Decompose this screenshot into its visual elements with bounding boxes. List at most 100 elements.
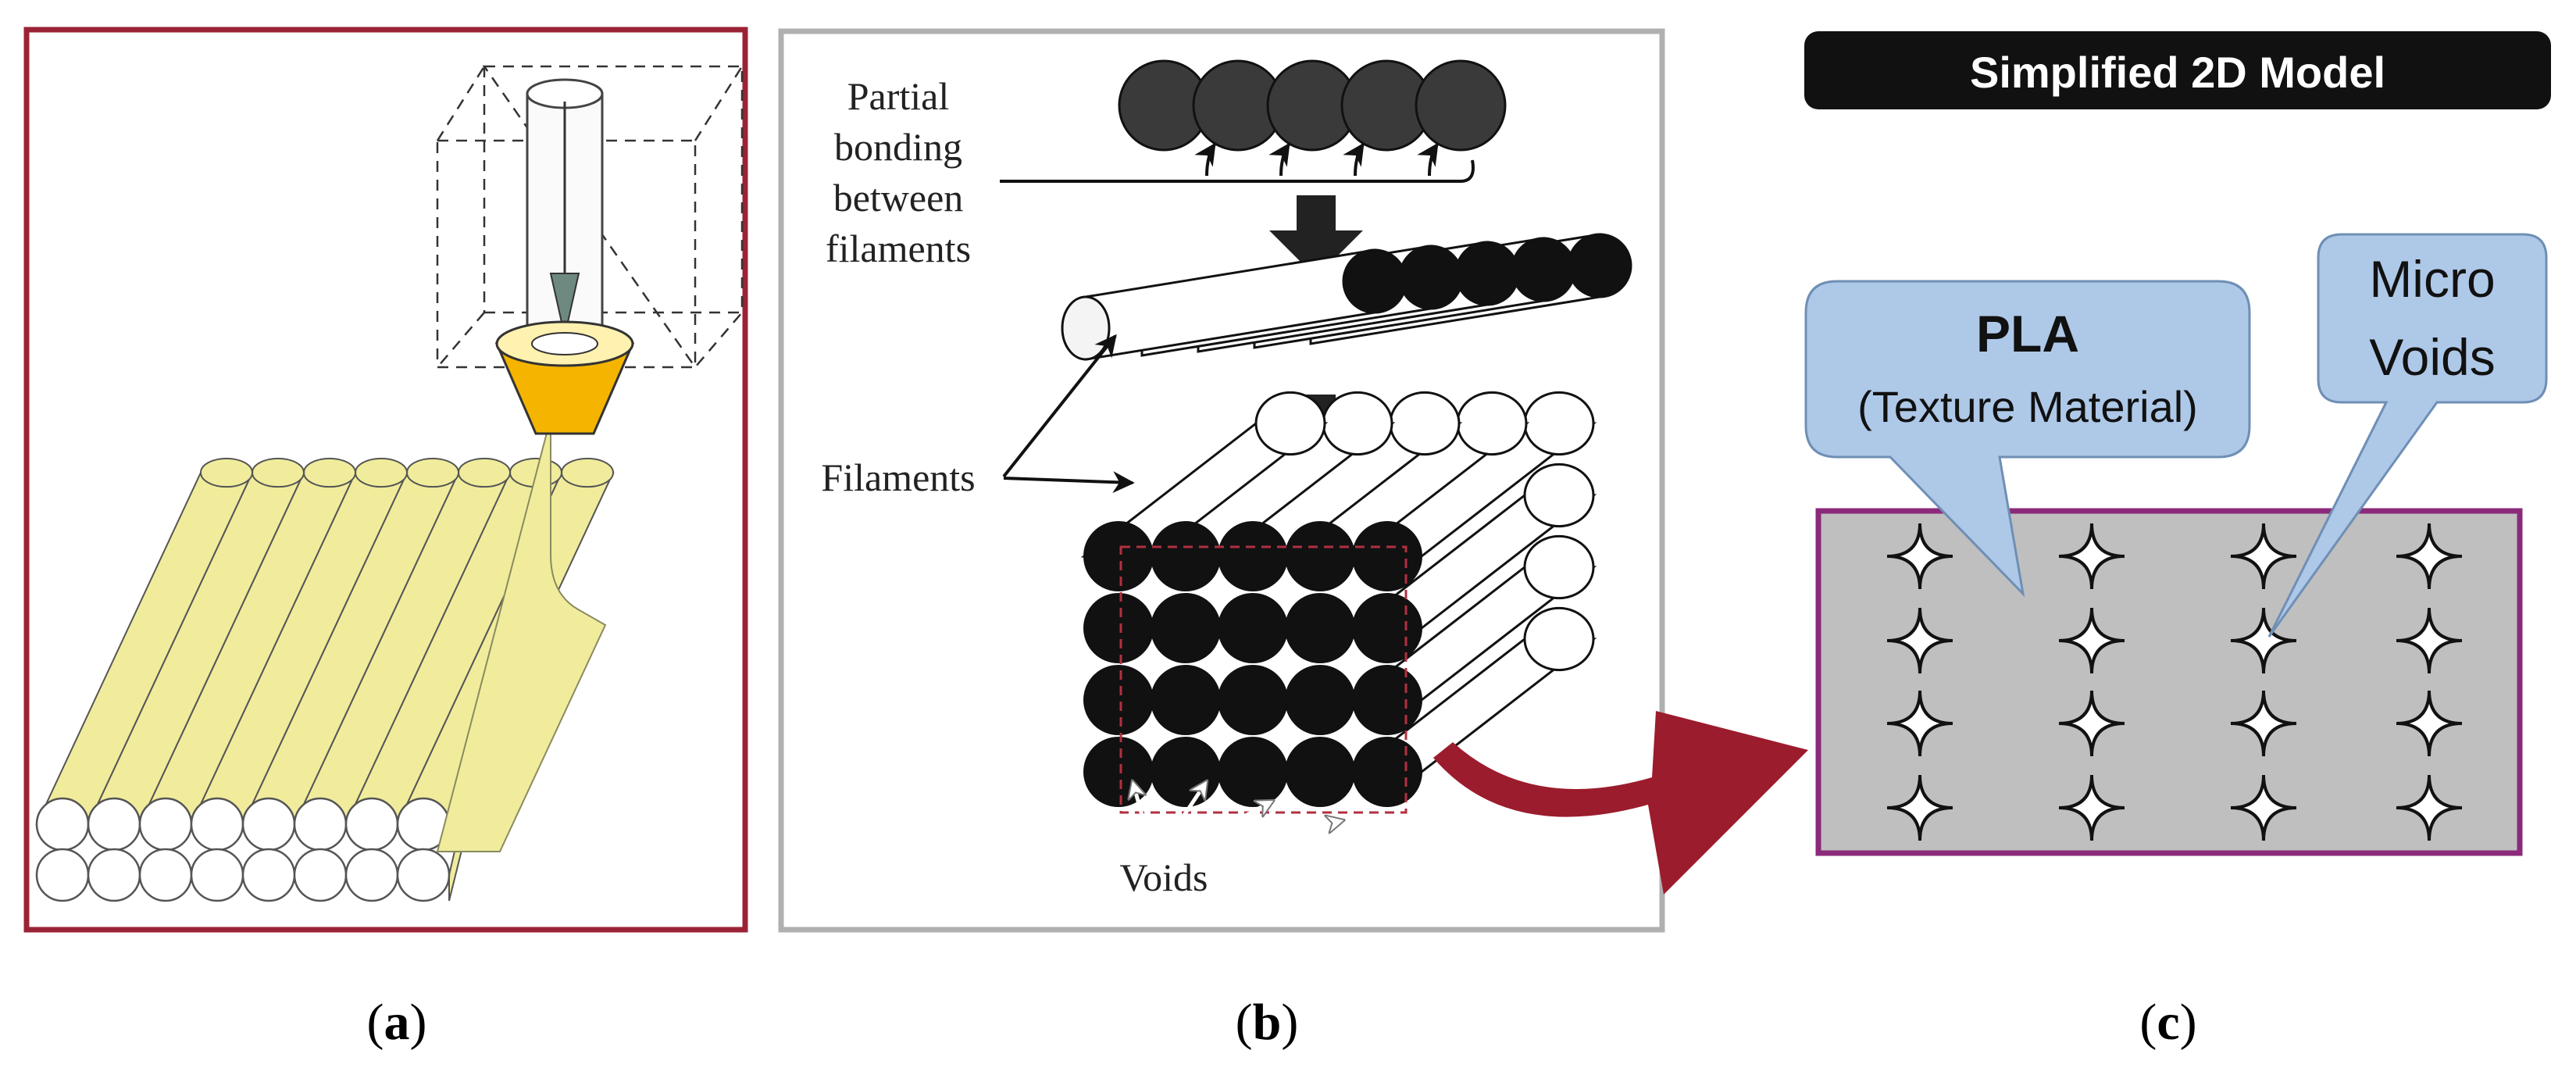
filament-end	[1398, 245, 1464, 310]
filament-cross-section	[1218, 665, 1288, 735]
filament-end	[200, 457, 253, 488]
filament-near-end	[1061, 295, 1111, 361]
pla-label: PLA	[1976, 305, 2079, 362]
label-filaments: Filaments	[821, 455, 975, 499]
micro-void-star	[1886, 690, 1953, 757]
filament-cross-sections	[1118, 59, 1507, 152]
void-diamond	[1279, 726, 1294, 746]
filament-cross-section	[1352, 665, 1422, 735]
filament-end	[252, 457, 305, 488]
filament-cross-section	[241, 848, 296, 902]
filament-end	[406, 457, 459, 488]
filament-cross-section	[1151, 737, 1221, 807]
filament-end	[1454, 241, 1520, 306]
panel-a: (a)	[23, 27, 748, 1051]
filament-far-end	[1523, 391, 1595, 456]
void-diamond	[1346, 582, 1361, 602]
micro-void-star	[2396, 690, 2463, 757]
micro-void-star	[1886, 607, 1953, 674]
panel-b: Partial bonding between filaments Filame…	[778, 28, 1665, 1051]
filament-cross-section	[293, 848, 348, 902]
filament-cross-section	[241, 797, 296, 852]
filament-cross-section	[1285, 665, 1355, 735]
micro-void-star	[2058, 607, 2125, 674]
title-banner	[1804, 31, 2551, 109]
filament-arrows	[1002, 334, 1135, 494]
svg-text:bonding: bonding	[834, 125, 962, 169]
filament-far-end	[1322, 391, 1393, 456]
extruded-strand	[436, 417, 607, 852]
svg-text:filaments: filaments	[826, 227, 971, 270]
filament-cross-section	[1083, 737, 1154, 807]
micro-void-star	[2230, 690, 2297, 757]
filament-cross-section	[1218, 521, 1288, 591]
filament-cross-section	[1083, 593, 1154, 663]
filament-cross-section	[1083, 665, 1154, 735]
filament-cross-section	[1083, 521, 1154, 591]
filament-far-end	[1523, 534, 1595, 600]
fdm-extruder-nozzle-icon	[494, 78, 635, 435]
filament-cross-section	[1285, 593, 1355, 663]
filament-end	[1567, 233, 1632, 298]
void-diamond	[1346, 726, 1361, 746]
micro-void-star	[1886, 523, 1953, 590]
svg-text:between: between	[833, 176, 964, 220]
filament-far-end	[1254, 391, 1326, 456]
filament-far-end	[1456, 391, 1528, 456]
filament-block	[1080, 391, 1597, 807]
filament-end	[1342, 248, 1408, 314]
filament-cross-section	[344, 848, 399, 902]
pla-sublabel: (Texture Material)	[1857, 382, 2198, 431]
filament-cross-section	[1151, 593, 1221, 663]
void-arrows	[1133, 781, 1343, 862]
filament-far-end	[1523, 462, 1595, 528]
filament-cross-section	[138, 797, 193, 852]
filament-cross-section	[35, 848, 90, 902]
filament-cross-section	[344, 797, 399, 852]
filament-cross-section	[1352, 521, 1422, 591]
filament-cross-section	[1352, 737, 1422, 807]
panel-a-caption: (a)	[367, 994, 427, 1051]
void-diamond	[1144, 582, 1160, 602]
pla-callout	[1804, 280, 2251, 598]
filament-cross-section	[87, 848, 141, 902]
void-diamond	[1279, 654, 1294, 674]
filament-cross-section	[35, 797, 90, 852]
void-diamond	[1346, 654, 1361, 674]
bonding-arrows	[1194, 142, 1439, 177]
void-diamond	[1144, 726, 1160, 746]
transition-arrow	[1433, 711, 1808, 895]
filament-cross-section	[190, 848, 244, 902]
filament-cross-section	[190, 797, 244, 852]
micro-void-star	[2058, 774, 2125, 841]
micro-void-star	[2396, 523, 2463, 590]
filament-far-end	[1389, 391, 1461, 456]
filament-cross-section	[1151, 665, 1221, 735]
label-partial-bonding: Partial bonding between filaments	[826, 74, 971, 270]
filament-layer	[1061, 233, 1632, 361]
filament-end	[303, 457, 356, 488]
micro-void-star	[2058, 523, 2125, 590]
svg-text:Partial: Partial	[847, 74, 950, 118]
filament-cross-section	[1352, 593, 1422, 663]
panel-c: Simplified 2D Model PLA (Texture Materia…	[1804, 31, 2551, 1051]
micro-voids-callout	[2267, 233, 2548, 638]
micro-void-star	[2230, 607, 2297, 674]
filament-cross-section	[293, 797, 348, 852]
void-diamond	[1144, 654, 1160, 674]
micro-void-grid	[1886, 523, 2463, 841]
pla-matrix	[1815, 508, 2523, 856]
panel-c-caption: (c)	[2139, 994, 2196, 1051]
void-diamond	[1211, 654, 1227, 674]
filament-cross-section	[1151, 521, 1221, 591]
filament-cross-section	[1218, 593, 1288, 663]
panel-b-caption: (b)	[1236, 994, 1299, 1051]
micro-voids-label-2: Voids	[2369, 328, 2495, 386]
filament-cross-section	[87, 797, 141, 852]
filament-end	[1511, 237, 1576, 302]
filament-cross-section	[1218, 737, 1288, 807]
micro-voids-label-1: Micro	[2369, 250, 2495, 308]
micro-void-star	[1886, 774, 1953, 841]
down-arrow-1	[1269, 195, 1363, 277]
